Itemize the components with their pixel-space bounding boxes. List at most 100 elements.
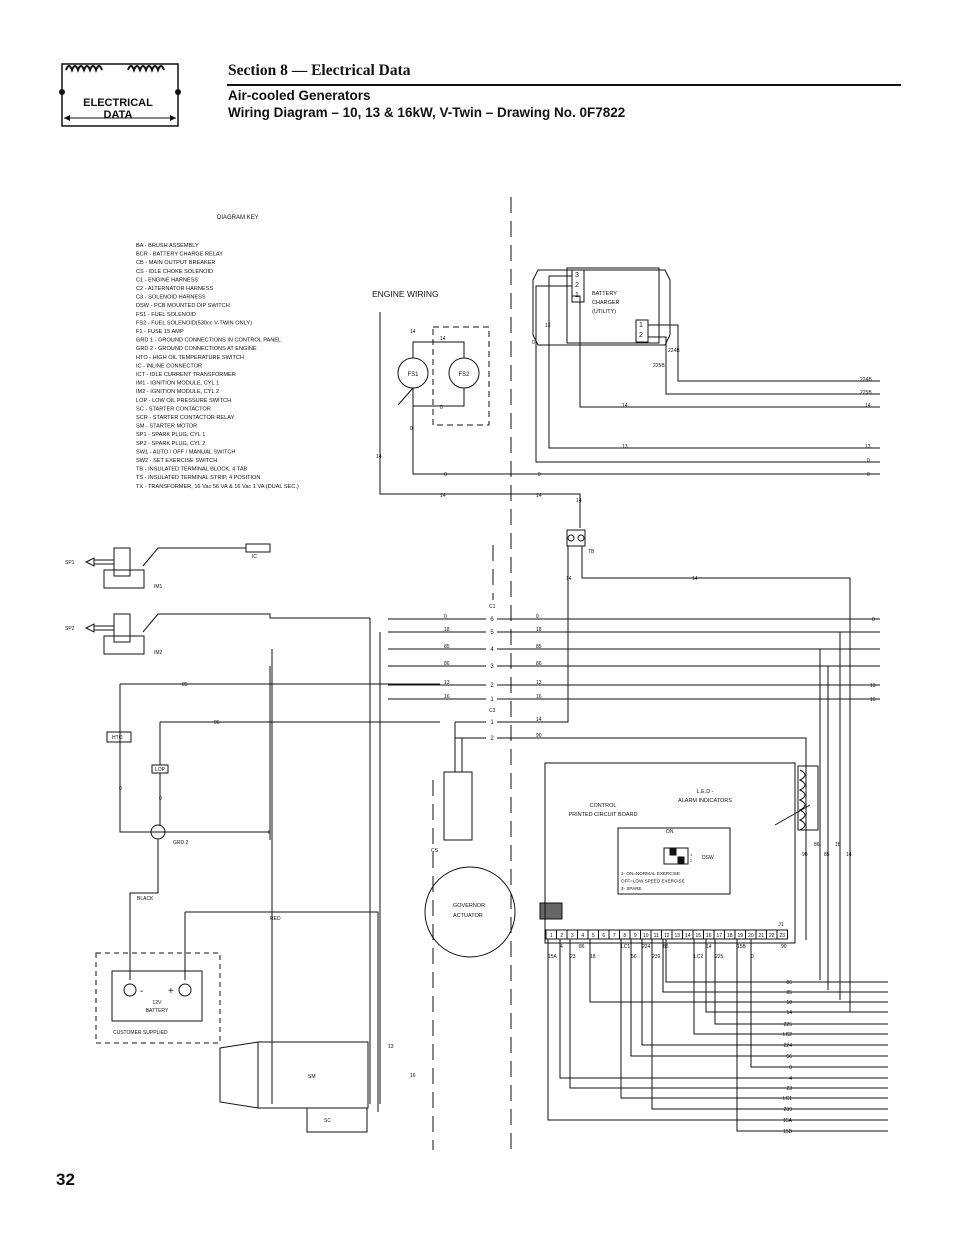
- j1-wire-label: 224: [642, 944, 651, 950]
- bus-wire: [589, 939, 795, 1003]
- wire-label: 14: [536, 493, 542, 499]
- grd2-label: GRD 2: [173, 840, 189, 846]
- wire-label: 225B: [860, 390, 872, 396]
- diagram-key-entry: SC - STARTER CONTACTOR: [136, 406, 211, 412]
- j1-pin: 2: [560, 933, 563, 939]
- c1-wire-left: 85: [444, 644, 450, 650]
- wire-label: 14: [440, 493, 446, 499]
- j1-wire-label: 0: [751, 954, 754, 960]
- diagram-key-entry: DSW - PCB MOUNTED DIP SWITCH: [136, 303, 230, 309]
- spark-plug-tip: [84, 557, 95, 567]
- terminal-block-tb: [566, 529, 586, 547]
- c1-wire-right: 13: [536, 680, 542, 686]
- im2-label: IM2: [154, 650, 163, 656]
- bus-wire-label: LC1: [783, 1096, 792, 1102]
- diagram-key-entry: GRD 2 - GROUND CONNECTIONS AT ENGINE: [136, 346, 257, 352]
- wire: [535, 275, 880, 463]
- diagram-key-entry: ICT - IDLE CURRENT TRANSFORMER: [136, 372, 236, 378]
- bus-wire-label: 85: [786, 990, 792, 996]
- battery-plus: +: [168, 986, 174, 997]
- wire-label: 14: [566, 576, 572, 582]
- bus-wire-label: 225: [784, 1022, 793, 1028]
- dip-note: OFF=LOW SPEED EXERCISE: [621, 879, 685, 884]
- diagram-key-entry: TX - TRANSFORMER, 16 Vac 56 VA & 16 Vac …: [136, 484, 299, 490]
- bus-wire: [630, 939, 795, 1057]
- j1-wire-label: 14: [706, 944, 712, 950]
- j1-wire-label: 225: [715, 954, 724, 960]
- wire-label: 90: [802, 852, 808, 858]
- c1-wire-left: 86: [444, 661, 450, 667]
- j1-pin-box: [776, 929, 788, 940]
- wire: [379, 312, 880, 495]
- wire-label: 0: [444, 472, 447, 478]
- subtitle-line1: Air-cooled Generators: [228, 88, 371, 103]
- wire-label: 85: [824, 852, 830, 858]
- wire-label: 14: [865, 403, 871, 409]
- j1-pin: 15: [695, 933, 701, 939]
- diagram-key-entry: IM2 - IGNITION MODULE, CYL 2: [136, 389, 219, 395]
- diagram-key-entry: LOP - LOW OIL PRESSURE SWITCH: [136, 398, 231, 404]
- bus-wire: [736, 939, 795, 1132]
- battery-positive-terminal: [178, 983, 192, 997]
- dsw-label: DSW: [702, 855, 714, 861]
- bus-wire-label: 18: [786, 1000, 792, 1006]
- wire-label: 16: [410, 1073, 416, 1079]
- customer-supplied-label: CUSTOMER SUPPLIED: [113, 1030, 168, 1036]
- j1-pin: 6: [602, 933, 605, 939]
- j1-pin: 7: [613, 933, 616, 939]
- j1-pin: 14: [685, 933, 691, 939]
- j1-pin: 12: [664, 933, 670, 939]
- diagram-key-entry: CB - MAIN OUTPUT BREAKER: [136, 260, 215, 266]
- c1-wire-right: 85: [536, 644, 542, 650]
- dip-switch-2: [677, 856, 685, 864]
- diagram-key-entry: SP2 - SPARK PLUG, CYL 2: [136, 441, 205, 447]
- battery-box: [111, 970, 203, 1022]
- j1-wire-label: 90: [781, 944, 787, 950]
- bus-wire-label: 14: [786, 1010, 792, 1016]
- im1-label: IM1: [154, 584, 163, 590]
- dip-note: 2- SPARE: [621, 886, 642, 891]
- subtitle-line2: Wiring Diagram – 10, 13 & 16kW, V-Twin –…: [228, 105, 626, 120]
- j1-pin: 10: [643, 933, 649, 939]
- bus-wire-label: 23: [786, 1086, 792, 1092]
- battery-charger-label: (UTILITY): [592, 309, 616, 315]
- wire-label: 14: [576, 498, 582, 504]
- governor-label: GOVERNOR: [453, 903, 485, 909]
- fs2-solenoid: [448, 357, 480, 389]
- control-pcb: [544, 762, 796, 944]
- bus-wire-label: 15A: [783, 1118, 793, 1124]
- diagram-key-entry: BCR - BATTERY CHARGE RELAY: [136, 252, 223, 258]
- bus-wire-label: LC2: [783, 1032, 792, 1038]
- diagram-key-entry: CS - IDLE CHOKE SOLENOID: [136, 269, 213, 275]
- grd2-ground-icon: [150, 824, 166, 840]
- j1-wire-label: 23: [570, 954, 576, 960]
- bus-wire: [693, 939, 795, 1035]
- j1-pin: 11: [654, 933, 659, 939]
- pcb-label: CONTROL: [590, 803, 617, 809]
- charger-pin: 2: [639, 332, 643, 339]
- bus-wire-label: 0: [789, 1065, 792, 1071]
- dip-switch-panel: [617, 827, 731, 895]
- c1-wire-right: 18: [536, 627, 542, 633]
- wire-label: 85: [182, 682, 188, 688]
- j1-pin: 3: [571, 933, 574, 939]
- wire-label: 0: [410, 426, 413, 432]
- starter-contactor-sc: [306, 1107, 368, 1133]
- logo-label: ELECTRICAL DATA: [83, 97, 153, 121]
- c1-wire-left: 0: [444, 614, 447, 620]
- ignition-module: [113, 547, 131, 577]
- wire-label: 13: [388, 1044, 394, 1050]
- j1-pin: 20: [748, 933, 754, 939]
- diagram-key-entry: TB - INSULATED TERMINAL BLOCK, 4 TAB: [136, 467, 248, 473]
- bus-wire-label: 4: [789, 1076, 792, 1082]
- diagram-key-entry: SW1 - AUTO / OFF / MANUAL SWITCH: [136, 449, 235, 455]
- bus-wire: [750, 939, 795, 1068]
- wire-label: 13: [865, 444, 871, 450]
- diagram-key-entry: C3 - SOLENOID HARNESS: [136, 295, 206, 301]
- wire: [397, 341, 465, 416]
- wire-label: 0: [159, 796, 162, 802]
- wire-label: 16: [870, 697, 876, 703]
- j1-wire-label: 4: [560, 944, 563, 950]
- diagram-key-entry: SM - STARTER MOTOR: [136, 424, 197, 430]
